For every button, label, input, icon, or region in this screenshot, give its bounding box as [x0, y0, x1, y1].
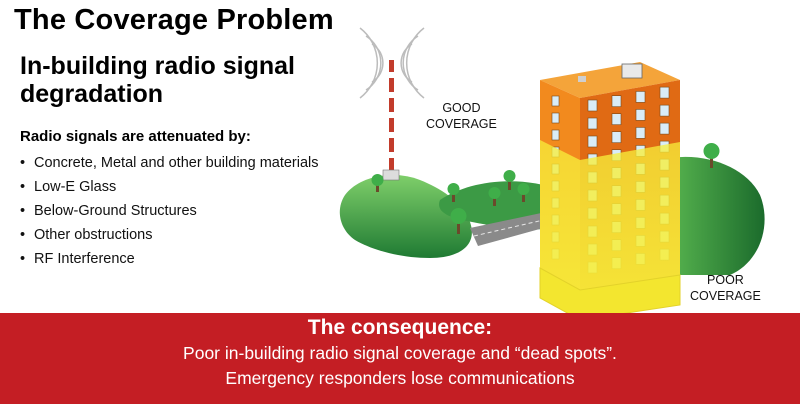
coverage-zone	[540, 140, 680, 320]
window	[659, 86, 670, 99]
window	[635, 109, 646, 121]
window	[611, 131, 622, 143]
list-item: Concrete, Metal and other building mater…	[20, 154, 320, 172]
list-item: RF Interference	[20, 250, 320, 268]
tree-icon	[703, 143, 720, 168]
tree-icon	[503, 170, 516, 190]
radio-tower-icon	[382, 60, 400, 181]
coverage-illustration	[339, 27, 765, 320]
attenuation-list: Concrete, Metal and other building mater…	[20, 154, 320, 274]
window	[659, 104, 670, 117]
window	[587, 117, 598, 130]
window	[551, 112, 560, 124]
coverage-base	[539, 267, 681, 320]
window	[635, 127, 646, 139]
list-item: Below-Ground Structures	[20, 202, 320, 220]
tree-icon	[447, 183, 460, 202]
consequence-banner: The consequence: Poor in-building radio …	[0, 313, 800, 404]
window	[611, 95, 622, 107]
window	[551, 129, 560, 141]
window	[587, 99, 598, 112]
consequence-heading: The consequence:	[307, 316, 493, 339]
left-hill	[339, 175, 472, 258]
window	[635, 91, 646, 103]
window	[587, 135, 598, 148]
tree-icon	[371, 174, 384, 192]
signal-waves-icon	[359, 27, 425, 99]
consequence-line-1: Poor in-building radio signal coverage a…	[183, 343, 617, 363]
right-hill	[660, 156, 765, 275]
window	[611, 113, 622, 125]
window	[551, 95, 560, 107]
list-item: Low-E Glass	[20, 178, 320, 196]
list-heading: Radio signals are attenuated by:	[20, 128, 251, 145]
consequence-line-2: Emergency responders lose communications	[225, 368, 575, 388]
window	[659, 122, 670, 135]
tree-icon	[488, 187, 501, 206]
slide-title: The Coverage Problem	[14, 4, 334, 36]
tree-icon	[517, 183, 530, 202]
slide-subtitle: In-building radio signal degradation	[20, 52, 295, 108]
list-item: Other obstructions	[20, 226, 320, 244]
tree-icon	[450, 208, 467, 234]
